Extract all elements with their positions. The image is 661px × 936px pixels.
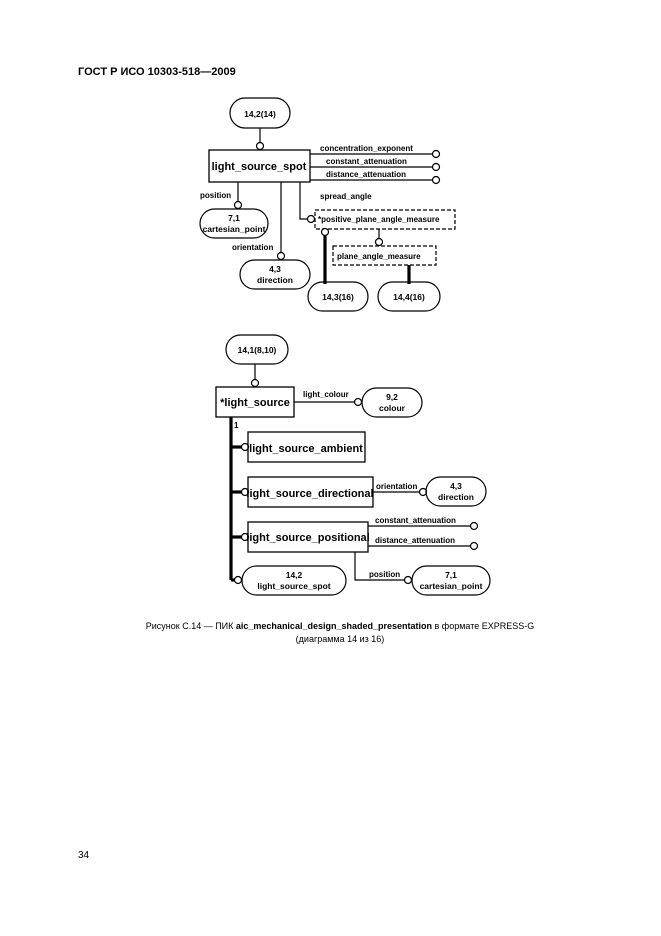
type-plane-angle-measure <box>332 245 437 266</box>
svg-text:7,1: 7,1 <box>228 213 240 223</box>
svg-text:*light_source: *light_source <box>220 397 290 409</box>
svg-text:14,2: 14,2 <box>286 570 303 580</box>
attr-distance-attenuation: distance_attenuation <box>326 170 406 179</box>
svg-text:light_source_ambient: light_source_ambient <box>249 443 363 455</box>
entity-light-source-positional <box>247 521 369 553</box>
svg-text:direction: direction <box>438 492 474 502</box>
svg-text:plane_angle_measure: plane_angle_measure <box>337 252 421 261</box>
ref-cartesian-point <box>199 208 269 239</box>
svg-text:cartesian_point: cartesian_point <box>203 224 266 234</box>
attr-spread-angle: spread_angle <box>320 192 372 201</box>
svg-text:colour: colour <box>379 403 406 413</box>
ref-14-1-8-10 <box>225 334 289 365</box>
svg-text:direction: direction <box>257 275 293 285</box>
svg-text:14,4(16): 14,4(16) <box>393 292 425 302</box>
attr-distance-attenuation-2: distance_attenuation <box>375 536 455 545</box>
svg-text:light_source_positional: light_source_positional <box>246 532 369 544</box>
svg-text:14,3(16): 14,3(16) <box>322 292 354 302</box>
attr-constant-attenuation: constant_attenuation <box>326 157 407 166</box>
entity-light-source-ambient <box>247 431 366 463</box>
svg-text:14,1(8,10): 14,1(8,10) <box>238 345 277 355</box>
ref-cartesian-point-2 <box>411 565 491 596</box>
entity-light-source-spot-label: light_source_spot <box>212 161 307 173</box>
page-number: 34 <box>78 850 90 861</box>
ref-direction-2 <box>425 476 487 507</box>
ref-direction <box>239 259 311 290</box>
attr-position: position <box>200 191 231 200</box>
diagram-2: 14,1(8,10) *light_source light_colour 9,… <box>215 334 491 596</box>
attr-constant-attenuation-2: constant_attenuation <box>375 516 456 525</box>
attr-orientation-2: orientation <box>376 482 417 491</box>
inheritance-circle <box>255 141 265 151</box>
ref-light-source-spot <box>241 565 347 596</box>
attr-position-2: position <box>369 570 400 579</box>
svg-text:4,3: 4,3 <box>269 264 281 274</box>
svg-text:cartesian_point: cartesian_point <box>420 581 483 591</box>
svg-text:*positive_plane_angle_measure: *positive_plane_angle_measure <box>318 215 440 224</box>
svg-text:light_source_spot: light_source_spot <box>257 581 330 591</box>
subtype-cardinality: 1 <box>234 421 239 430</box>
svg-text:7,1: 7,1 <box>445 570 457 580</box>
entity-light-source-spot <box>208 149 311 183</box>
attr-light-colour: light_colour <box>303 390 349 399</box>
attr-orientation: orientation <box>232 243 273 252</box>
attr-concentration-exponent: concentration_exponent <box>320 144 413 153</box>
svg-text:9,2: 9,2 <box>386 392 398 402</box>
type-positive-plane-angle-measure <box>314 209 456 230</box>
svg-text:light_source_directional: light_source_directional <box>246 488 373 500</box>
diagram-1: 14,2(14) light_source_spot concentration… <box>199 97 456 312</box>
document-header: ГОСТ Р ИСО 10303-518—2009 <box>78 66 236 78</box>
ref-colour <box>361 387 423 418</box>
svg-text:4,3: 4,3 <box>450 481 462 491</box>
figure-caption: Рисунок C.14 — ПИК aic_mechanical_design… <box>145 621 535 644</box>
ref-14-4-16 <box>377 281 441 312</box>
ref-14-2-14-label: 14,2(14) <box>244 109 276 119</box>
ref-14-3-16 <box>307 281 369 312</box>
